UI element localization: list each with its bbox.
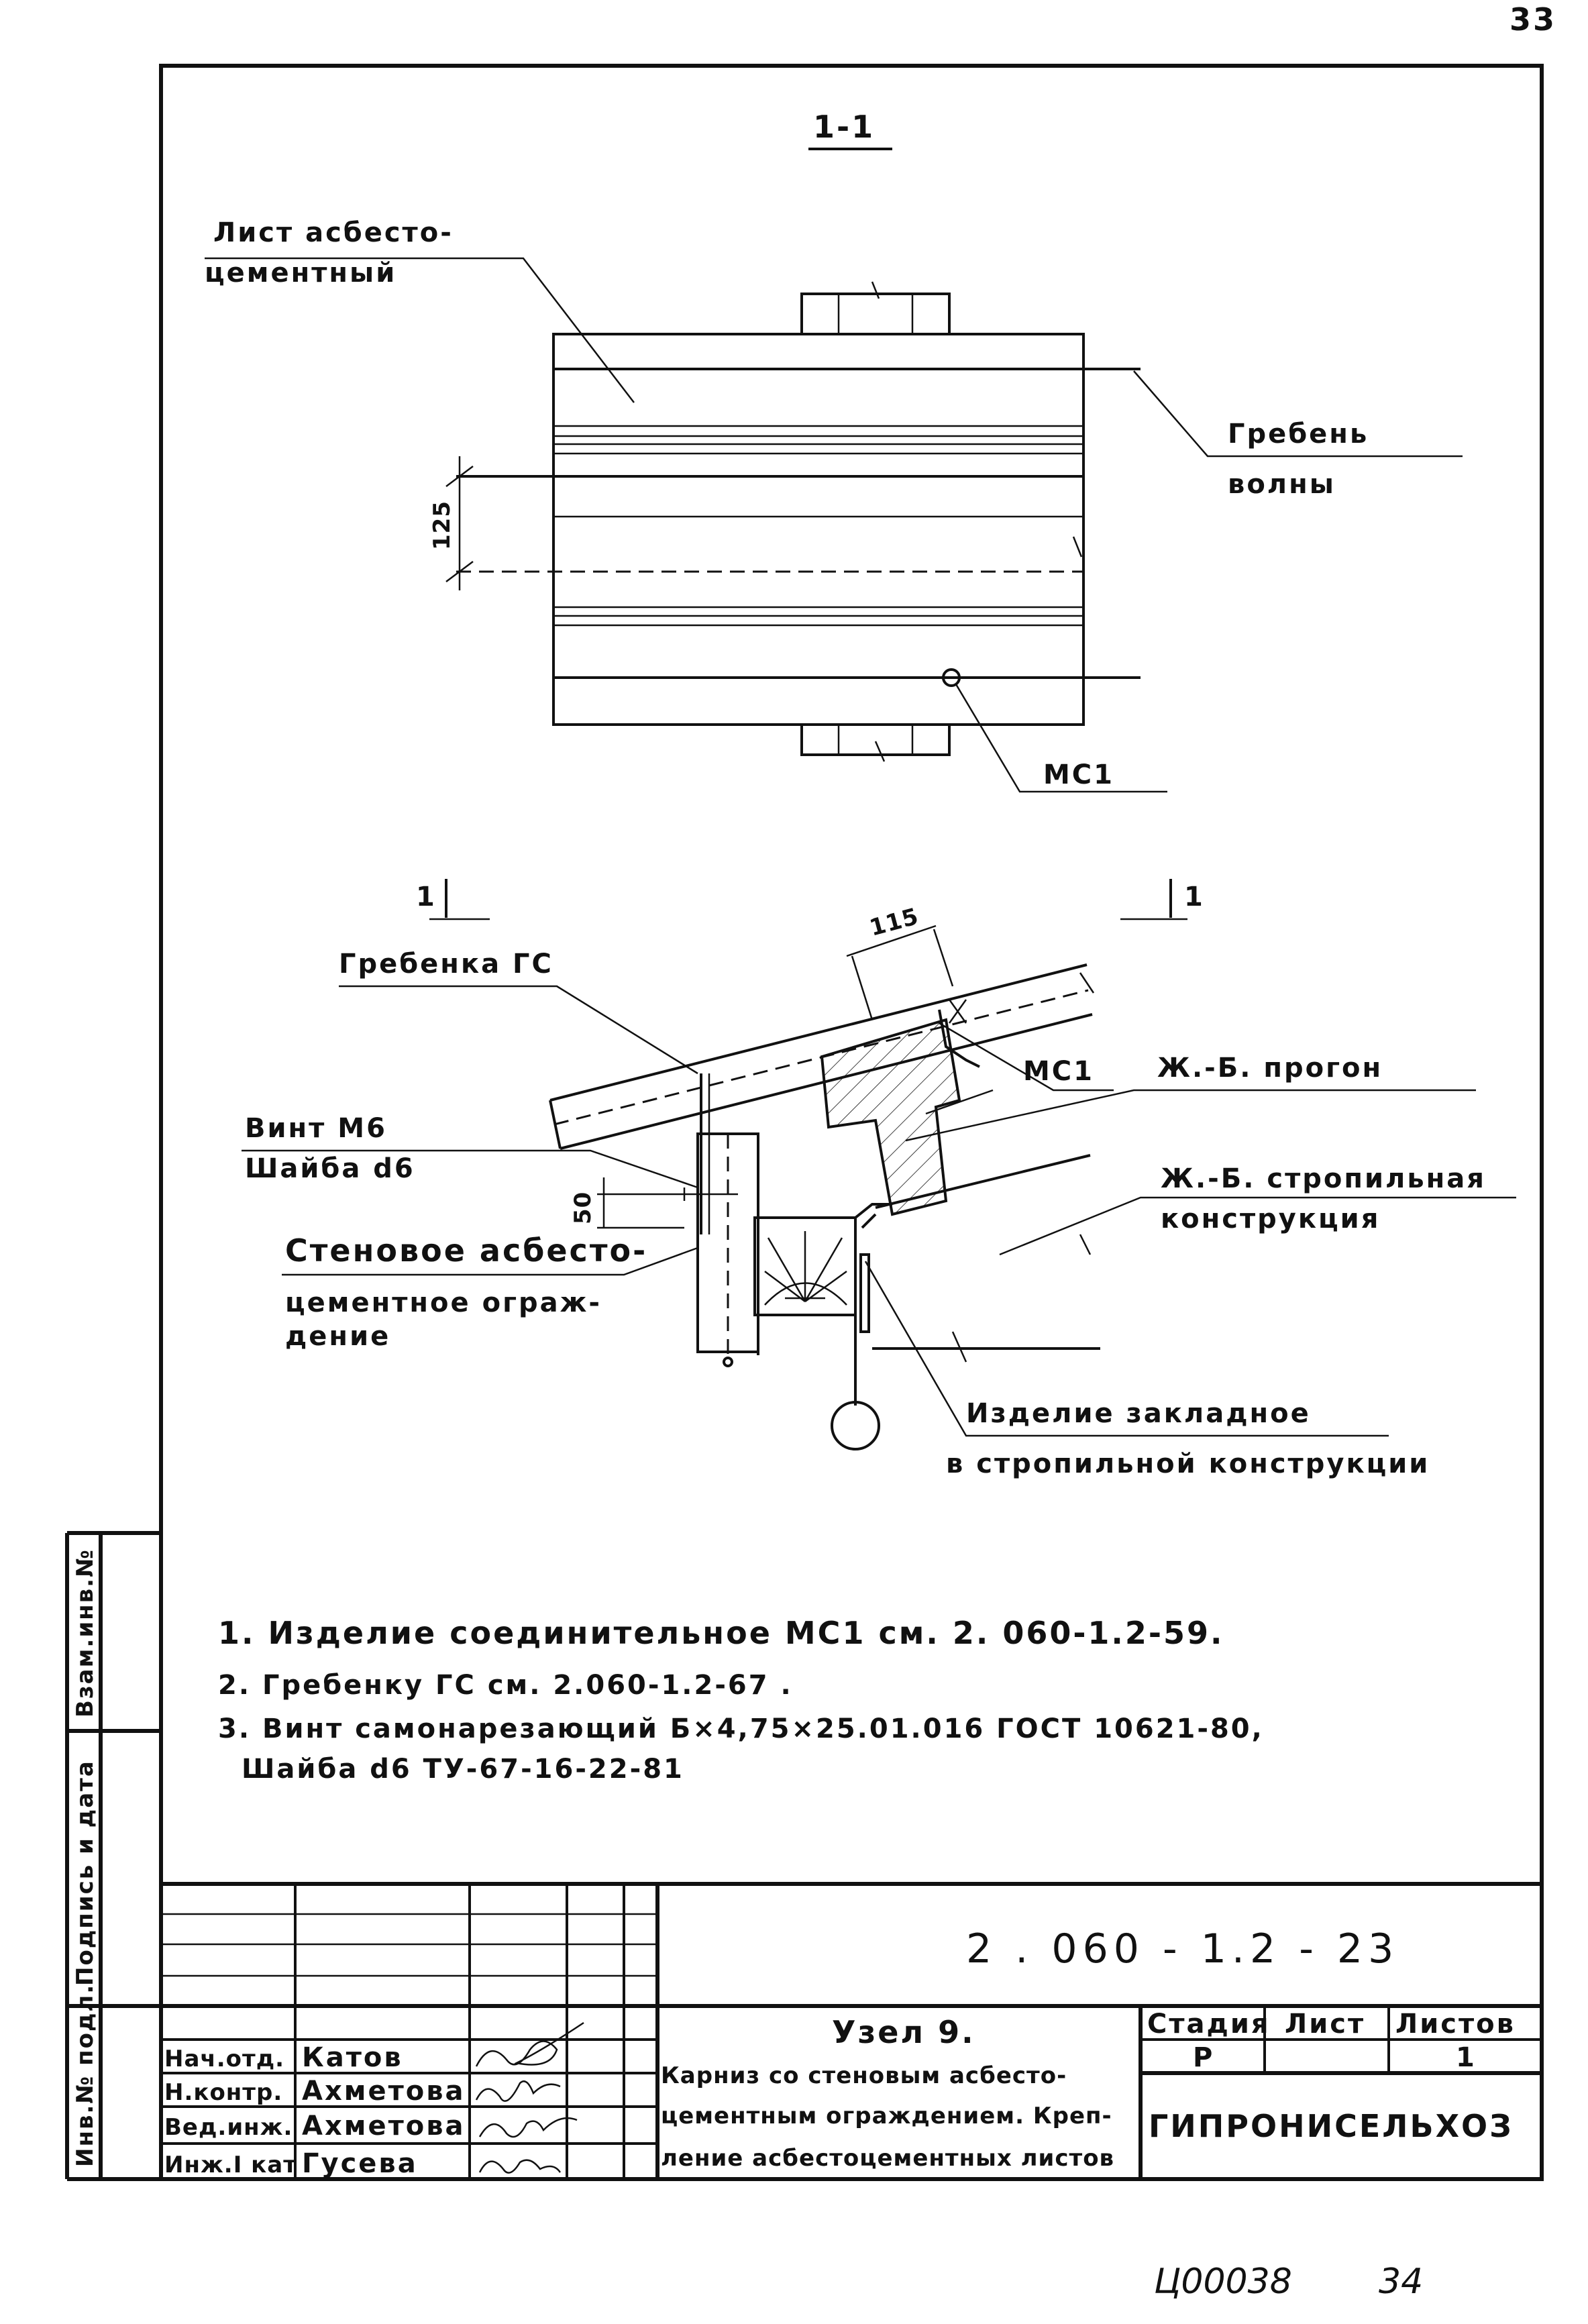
signer-name-2: Ахметова — [302, 2076, 466, 2107]
sheets-header: Листов — [1395, 2009, 1516, 2040]
dim-125: 125 — [429, 500, 456, 550]
signer-name-1: Катов — [302, 2042, 403, 2073]
note-3: 3. Винт самонарезающий Б×4,75×25.01.016 … — [218, 1713, 1264, 1744]
title-line-1: Карниз со стеновым асбесто- — [661, 2062, 1067, 2089]
cut-mark-right: 1 — [1184, 882, 1205, 912]
label-embedded-item-2: в стропильной конструкции — [946, 1448, 1430, 1479]
label-washer: Шайба d6 — [245, 1153, 415, 1184]
label-screw: Винт М6 — [245, 1113, 387, 1144]
stage-value: Р — [1193, 2042, 1214, 2073]
organization: ГИПРОНИСЕЛЬХОЗ — [1149, 2108, 1514, 2144]
rc-purlin — [820, 1018, 961, 1216]
label-embedded-item: Изделие закладное — [966, 1398, 1311, 1429]
stage-header: Стадия — [1147, 2009, 1271, 2040]
hanger-ring — [831, 1401, 880, 1450]
label-rc-truss: Ж.-Б. стропильная — [1161, 1163, 1486, 1194]
cut-mark-left: 1 — [416, 882, 437, 912]
title-line-3: ление асбестоцементных листов — [661, 2145, 1114, 2172]
drawing-frame — [159, 64, 1544, 2181]
note-2: 2. Гребенку ГС см. 2.060-1.2-67 . — [218, 1670, 793, 1701]
dim-115: 115 — [867, 903, 922, 942]
label-wave-crest-2: волны — [1228, 469, 1336, 500]
note-1: 1. Изделие соединительное МС1 см. 2. 060… — [218, 1615, 1224, 1651]
asbestos-sheet-plan — [552, 333, 1085, 726]
label-rc-truss-2: конструкция — [1161, 1204, 1380, 1234]
top-view: 125 Лист асбесто- цементный Гребень волн… — [205, 217, 1463, 793]
mc1-fastener-plan — [942, 668, 961, 687]
label-mc1-top: МС1 — [1043, 759, 1114, 790]
page-number-handwritten: 34 — [1379, 2262, 1423, 2302]
title-block: 2 . 060 - 1.2 - 23 Узел 9. Карниз со сте… — [161, 1882, 1542, 2179]
signer-name-3: Ахметова — [302, 2111, 466, 2142]
stamp-inv-no-label: Инв.№ подл. — [72, 1984, 99, 2167]
signature-1 — [475, 2021, 584, 2067]
label-wall-cladding: Стеновое асбесто- — [285, 1232, 647, 1269]
section-view: 1 1 115 — [242, 879, 1516, 1479]
page-number: 33 — [1510, 1, 1556, 38]
notes: 1. Изделие соединительное МС1 см. 2. 060… — [218, 1615, 1264, 1785]
label-wave-crest: Гребень — [1228, 419, 1369, 450]
label-asbestos-sheet: Лист асбесто- — [213, 217, 454, 248]
stamp-signature-date-label: Подпись и дата — [72, 1760, 99, 1986]
signature-4 — [478, 2159, 562, 2174]
label-wall-cladding-2: цементное ограж- — [285, 1287, 602, 1318]
signer-role-2: Н.контр. — [164, 2079, 282, 2106]
label-wall-cladding-3: дение — [285, 1321, 390, 1352]
signer-role-1: Нач.отд. — [164, 2046, 284, 2072]
label-asbestos-sheet-2: цементный — [205, 258, 396, 288]
archive-number: Ц00038 — [1154, 2262, 1292, 2302]
node-title: Узел 9. — [832, 2014, 975, 2050]
label-rc-purlin: Ж.-Б. прогон — [1157, 1053, 1383, 1084]
document-code: 2 . 060 - 1.2 - 23 — [966, 1925, 1399, 1972]
label-mc1-section: МС1 — [1023, 1056, 1094, 1087]
signer-role-4: Инж.I кат — [164, 2152, 297, 2178]
title-line-2: цементным ограждением. Креп- — [661, 2103, 1112, 2129]
signer-name-4: Гусева — [302, 2148, 418, 2179]
note-4: Шайба d6 ТУ-67-16-22-81 — [242, 1754, 684, 1785]
stamp-replace-inv-label: Взам.инв.№ — [72, 1548, 99, 1718]
sheet-header: Лист — [1285, 2009, 1365, 2040]
embedded-item — [753, 1216, 857, 1316]
signature-3 — [478, 2117, 578, 2138]
dim-50: 50 — [570, 1192, 596, 1224]
signer-role-3: Вед.инж. — [164, 2114, 293, 2141]
sheets-value: 1 — [1456, 2042, 1477, 2073]
section-title: 1-1 — [813, 109, 875, 145]
label-comb-gs: Гребенка ГС — [339, 949, 553, 980]
signature-2 — [475, 2080, 561, 2102]
